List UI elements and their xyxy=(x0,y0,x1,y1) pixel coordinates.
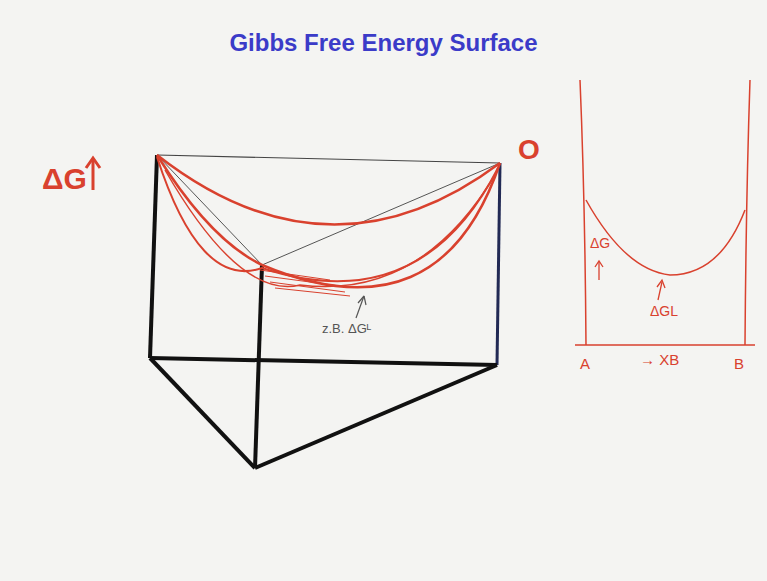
surface-callout: z.B. ΔGᴸ xyxy=(322,322,371,336)
component-label: A xyxy=(580,356,590,373)
component-label: B xyxy=(734,356,744,373)
axis-label: → XB xyxy=(640,352,679,369)
title: Gibbs Free Energy Surface xyxy=(0,30,767,56)
axis-label: ΔG xyxy=(42,162,87,195)
vertex-label: O xyxy=(518,135,540,166)
axis-label: ΔG xyxy=(590,236,610,251)
curve-label: ΔGL xyxy=(650,304,678,319)
